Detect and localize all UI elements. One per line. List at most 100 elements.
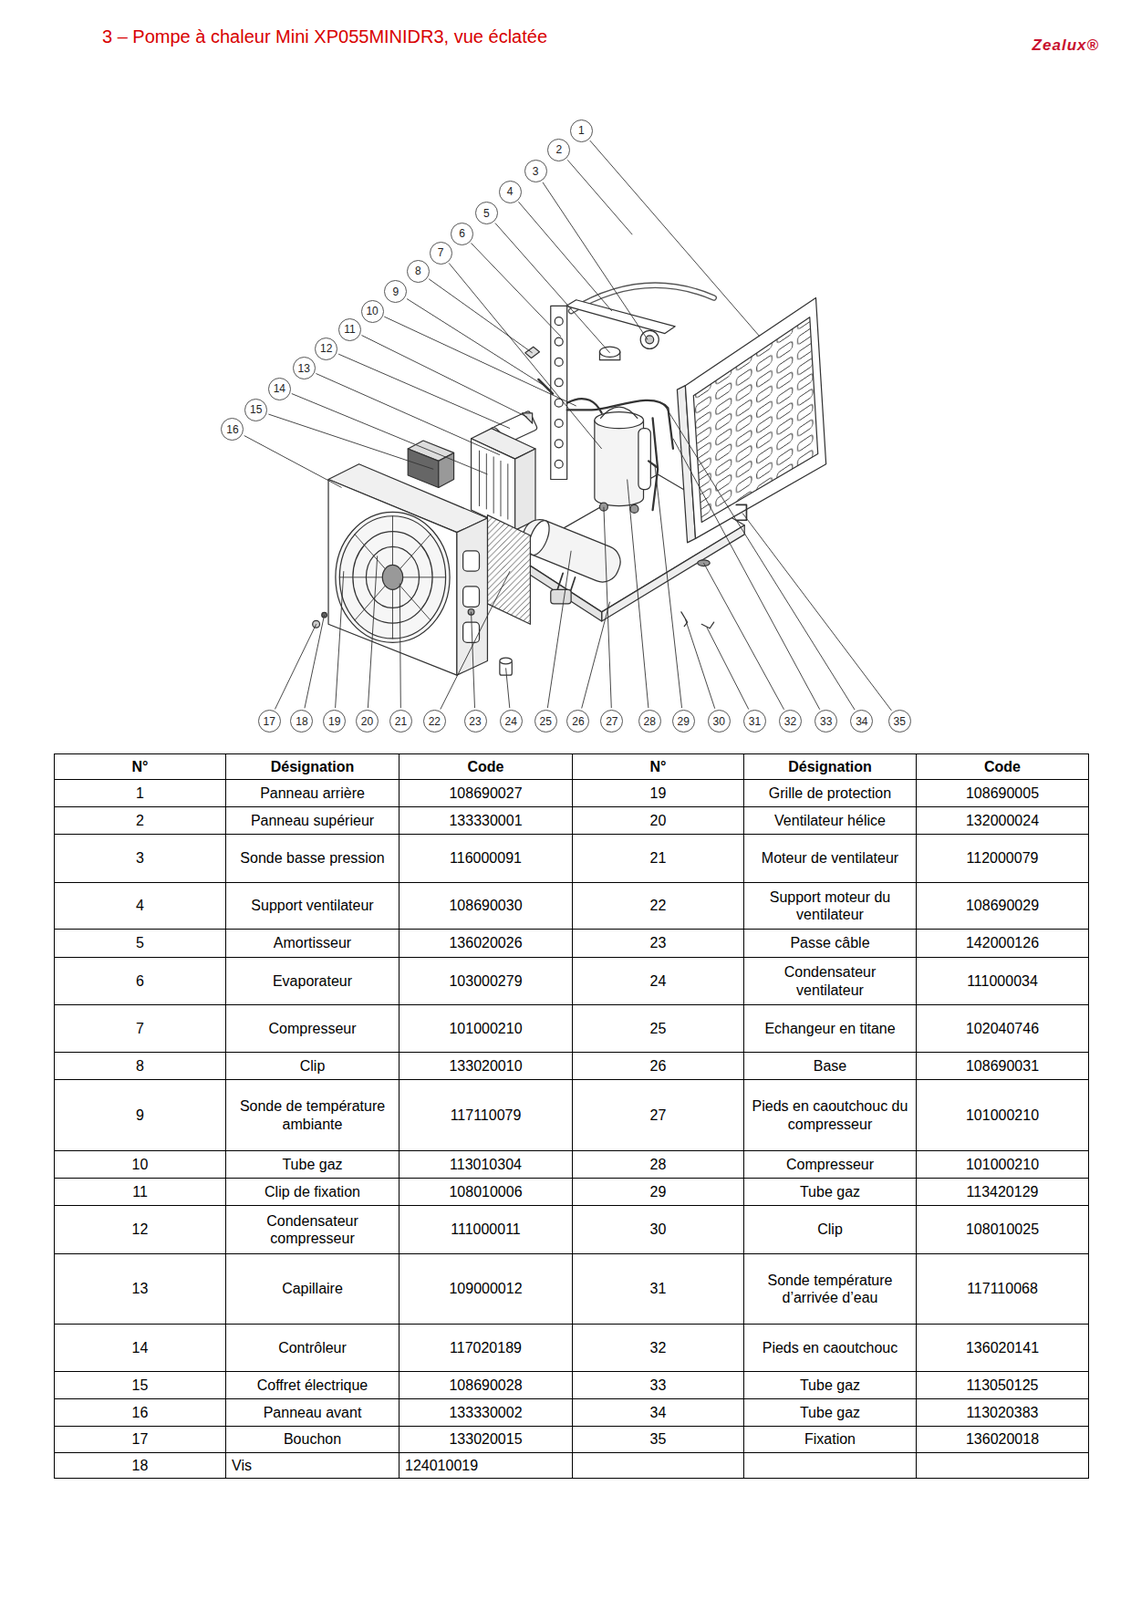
table-text: Condensateur ventilateur [749,963,911,998]
table-text: 133330001 [448,811,522,830]
table-cell: 136020141 [915,1323,1090,1372]
table-cell: Grille de protection [743,778,917,808]
table-cell: 9 [53,1079,227,1152]
table-cell: Capillaire [225,1253,400,1325]
table-text: 124010019 [404,1456,478,1474]
table-text: 133020015 [448,1430,522,1448]
water-connector [550,589,571,604]
leader-line [291,394,488,475]
tube-bend [554,459,563,468]
rubber-foot [697,560,710,567]
table-cell: 17 [53,1425,227,1453]
table-cell: 2 [53,806,227,835]
table-cell: 22 [571,881,745,930]
table-text: Panneau arrière [259,784,365,802]
callout-circle: 7 [429,241,453,265]
table-cell: Sonde de température ambiante [225,1079,400,1152]
leader-line [684,619,715,709]
table-text: 10 [132,1155,149,1173]
callout-circle: 32 [778,709,802,733]
water-sensor [701,622,714,629]
table-text: 22 [650,896,667,914]
table-cell: 108010006 [398,1177,573,1206]
table-text: 21 [650,849,667,867]
table-cell: 101000210 [915,1079,1090,1152]
table-cell: 113050125 [915,1370,1090,1400]
callout-circle: 24 [499,709,523,733]
table-text: 17 [132,1430,149,1448]
table-cell: 136020018 [915,1425,1090,1453]
table-cell: 31 [571,1253,745,1325]
callout-circle: 25 [534,709,558,733]
table-cell: Amortisseur [225,928,400,958]
callout-circle: 22 [423,709,447,733]
table-cell: 132000024 [915,806,1090,835]
callout-circle: 5 [475,201,499,225]
table-header: Désignation [270,757,355,776]
table-text: Sonde basse pression [239,849,384,867]
table-text: 3 [135,849,145,867]
leader-line [244,435,343,488]
table-cell: 133020015 [398,1425,573,1453]
table-text: 108010006 [448,1182,522,1201]
table-text: Clip [817,1220,843,1238]
table-text: 32 [650,1338,667,1357]
table-text: 116000091 [449,849,522,867]
table-cell: 16 [53,1398,227,1427]
table-text: 20 [650,811,667,830]
table-text: Condensateur compresseur [231,1212,394,1247]
table-cell: 109000012 [398,1253,573,1325]
table-cell: 1 [53,778,227,808]
table-cell: Sonde basse pression [225,833,400,883]
table-text: Vis [231,1456,252,1474]
callout-circle: 3 [524,159,548,183]
callout-number: 17 [262,715,275,727]
callout-circle: 30 [707,709,731,733]
tube-bend [554,357,563,366]
leader-line [367,555,377,708]
table-text: 35 [650,1430,667,1448]
table-text: 136020141 [965,1338,1039,1357]
table-text: Ventilateur hélice [774,811,886,830]
callout-number: 10 [365,305,378,317]
table-text: 15 [132,1376,149,1394]
table-cell: 34 [571,1398,745,1427]
table-cell: Moteur de ventilateur [743,833,917,883]
table-cell: Désignation [743,753,917,780]
callout-number: 31 [748,715,761,727]
table-cell: Désignation [225,753,400,780]
leader-line [399,583,401,708]
table-text: 9 [135,1106,145,1124]
callout-circle: 16 [220,417,244,441]
table-cell: 32 [571,1323,745,1372]
table-text: 136020018 [965,1430,1039,1448]
electric-box-side [515,448,536,530]
table-text: 117110068 [966,1279,1038,1298]
front-panel [328,479,457,676]
table-text: 6 [135,972,145,990]
table-text: 33 [650,1376,667,1394]
leader-line [304,614,325,708]
side-handle [463,550,480,571]
leader-line [495,223,611,353]
table-cell: Tube gaz [743,1398,917,1427]
table-cell: 5 [53,928,227,958]
table-text: 108690030 [448,896,522,914]
table-text: 133330002 [448,1403,522,1422]
table-cell: 15 [53,1370,227,1400]
back-panel-grille [693,317,818,523]
table-cell: Tube gaz [743,1177,917,1206]
callout-number: 19 [328,715,341,727]
leader-line [274,623,316,709]
callout-number: 30 [713,715,726,727]
table-cell: 108010025 [915,1204,1090,1255]
table-text: Bouchon [283,1430,342,1448]
table-cell: Fixation [743,1425,917,1453]
callout-number: 5 [483,207,490,219]
table-text: 111000034 [966,972,1038,990]
table-cell: 113420129 [915,1177,1090,1206]
callout-circle: 13 [292,356,316,380]
table-cell: Code [398,753,573,780]
table-cell: 26 [571,1051,745,1080]
table-cell: 35 [571,1425,745,1453]
